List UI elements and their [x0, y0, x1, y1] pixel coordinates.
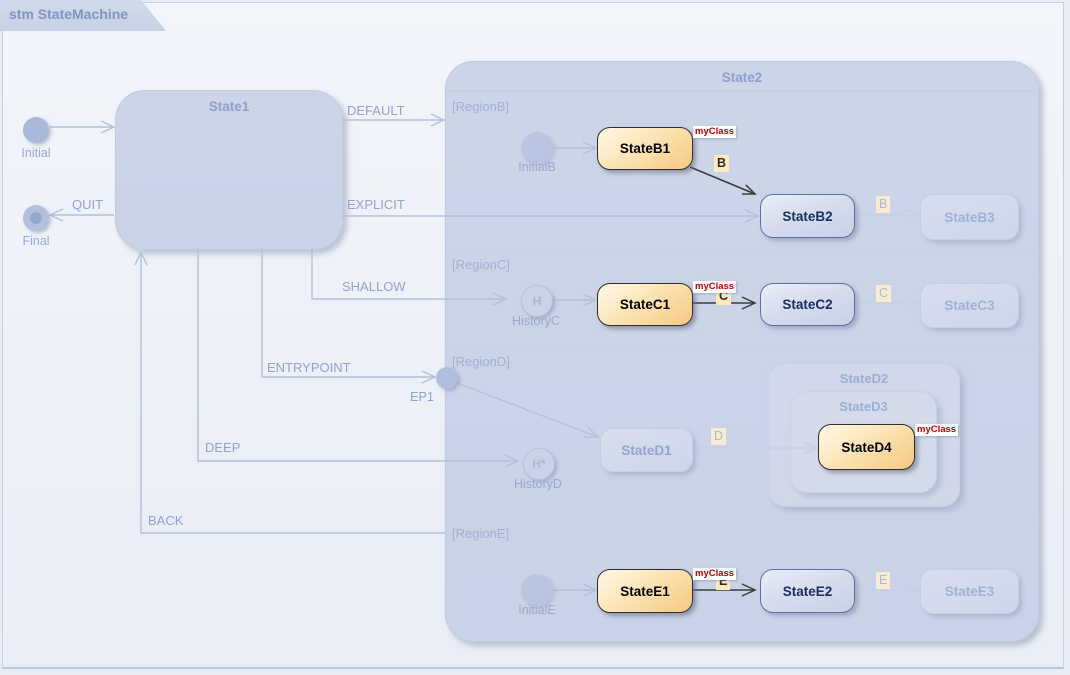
transition-initial-to-state1[interactable]: [50, 120, 116, 134]
region-c-label: [RegionC]: [452, 257, 510, 272]
historyd-label: HistoryD: [514, 477, 562, 491]
trigger-e-faded-label: E: [876, 572, 891, 589]
state-d2-title: StateD2: [839, 371, 889, 386]
historyc-glyph: H: [532, 294, 542, 308]
historyc-label: HistoryC: [512, 314, 560, 328]
state-c1-box[interactable]: StateC1: [597, 283, 693, 326]
state-b2-box[interactable]: StateB2: [760, 194, 855, 238]
stereotype-tag-d4: myClass: [915, 424, 959, 436]
state-e3-title: StateE3: [944, 584, 995, 599]
transition-deep-label: DEEP: [205, 440, 241, 455]
state-d1-title: StateD1: [621, 442, 672, 458]
state1-title: State1: [208, 99, 250, 114]
transition-d1-to-d4[interactable]: [692, 441, 819, 455]
historyc-pseudostate[interactable]: H: [521, 285, 553, 317]
transition-back[interactable]: [134, 250, 445, 534]
transition-default[interactable]: [341, 113, 446, 127]
transition-e2-to-e3[interactable]: [854, 583, 921, 597]
transition-back-label: BACK: [148, 513, 184, 528]
transition-quit[interactable]: [48, 208, 114, 222]
transition-historyc-to-c1[interactable]: [551, 293, 598, 307]
state-e2-box[interactable]: StateE2: [760, 569, 855, 613]
transition-explicit-label: EXPLICIT: [347, 197, 405, 212]
initiale-pseudostate[interactable]: [521, 574, 553, 606]
historyd-pseudostate[interactable]: H*: [523, 448, 555, 480]
historyd-glyph: H*: [532, 457, 546, 471]
state2-separators: [446, 90, 1036, 521]
state-d4-title: StateD4: [841, 439, 892, 455]
transition-initialb-to-b1[interactable]: [553, 141, 598, 155]
initialb-pseudostate[interactable]: [521, 132, 553, 164]
final-inner-dot: [30, 212, 42, 224]
final-label: Final: [22, 234, 50, 248]
state2-title: State2: [721, 70, 763, 85]
state-b1-box[interactable]: StateB1: [597, 127, 693, 170]
region-b-label: [RegionB]: [452, 99, 510, 114]
transition-ep1-to-d1[interactable]: [456, 382, 600, 439]
transition-e1-to-e2[interactable]: [692, 583, 757, 597]
diagram-title: stm StateMachine: [9, 6, 129, 22]
initiale-label: InitialE: [518, 603, 556, 617]
transition-explicit[interactable]: [341, 209, 760, 223]
stereotype-tag-e1: myClass: [693, 568, 737, 580]
transition-shallow[interactable]: [311, 248, 508, 306]
state-e1-title: StateE1: [620, 583, 670, 599]
transition-b1-to-b2[interactable]: [689, 166, 757, 195]
state-b3-box[interactable]: StateB3: [920, 194, 1019, 240]
state-e1-box[interactable]: StateE1: [597, 569, 693, 613]
trigger-c-faded-label: C: [876, 285, 892, 302]
trigger-b-label: B: [714, 155, 730, 172]
state1-box[interactable]: State1: [115, 90, 343, 250]
transition-deep[interactable]: [197, 248, 520, 468]
stereotype-tag-b1: myClass: [693, 126, 737, 138]
initial-pseudostate[interactable]: [23, 117, 49, 143]
stereotype-tag-c1: myClass: [693, 281, 737, 293]
ep1-pseudostate[interactable]: [436, 367, 458, 389]
transition-entrypoint-label: ENTRYPOINT: [267, 360, 351, 375]
state-e3-box[interactable]: StateE3: [920, 569, 1019, 614]
diagram-frame-tab: stm StateMachine: [0, 0, 166, 31]
state-d3-title: StateD3: [839, 399, 888, 414]
state-b1-title: StateB1: [619, 141, 671, 156]
initialb-label: InitialB: [518, 160, 556, 174]
transition-initiale-to-e1[interactable]: [553, 583, 598, 597]
state-c2-box[interactable]: StateC2: [760, 283, 855, 326]
state-c3-box[interactable]: StateC3: [920, 283, 1019, 328]
region-e-label: [RegionE]: [452, 526, 510, 541]
transition-entrypoint[interactable]: [261, 248, 437, 384]
transition-quit-label: QUIT: [72, 197, 104, 212]
trigger-d-label: D: [711, 428, 727, 445]
state-d1-box[interactable]: StateD1: [600, 428, 693, 472]
final-pseudostate[interactable]: [23, 205, 49, 231]
state-e2-title: StateE2: [782, 583, 833, 599]
trigger-b-faded-label: B: [876, 196, 891, 213]
transition-default-label: DEFAULT: [347, 103, 405, 118]
state-c1-title: StateC1: [619, 297, 671, 312]
state2-box[interactable]: State2: [445, 61, 1039, 642]
state-c2-title: StateC2: [782, 297, 833, 312]
state-b3-title: StateB3: [944, 209, 995, 225]
transition-shallow-label: SHALLOW: [342, 279, 406, 294]
state-c3-title: StateC3: [944, 298, 995, 313]
initial-label: Initial: [21, 146, 51, 160]
ep1-label: EP1: [410, 390, 434, 404]
transition-c2-to-c3[interactable]: [854, 296, 921, 310]
transition-b2-to-b3[interactable]: [854, 208, 921, 222]
state-d4-box[interactable]: StateD4: [818, 424, 915, 470]
region-d-label: [RegionD]: [452, 354, 510, 369]
state-b2-title: StateB2: [782, 208, 833, 224]
